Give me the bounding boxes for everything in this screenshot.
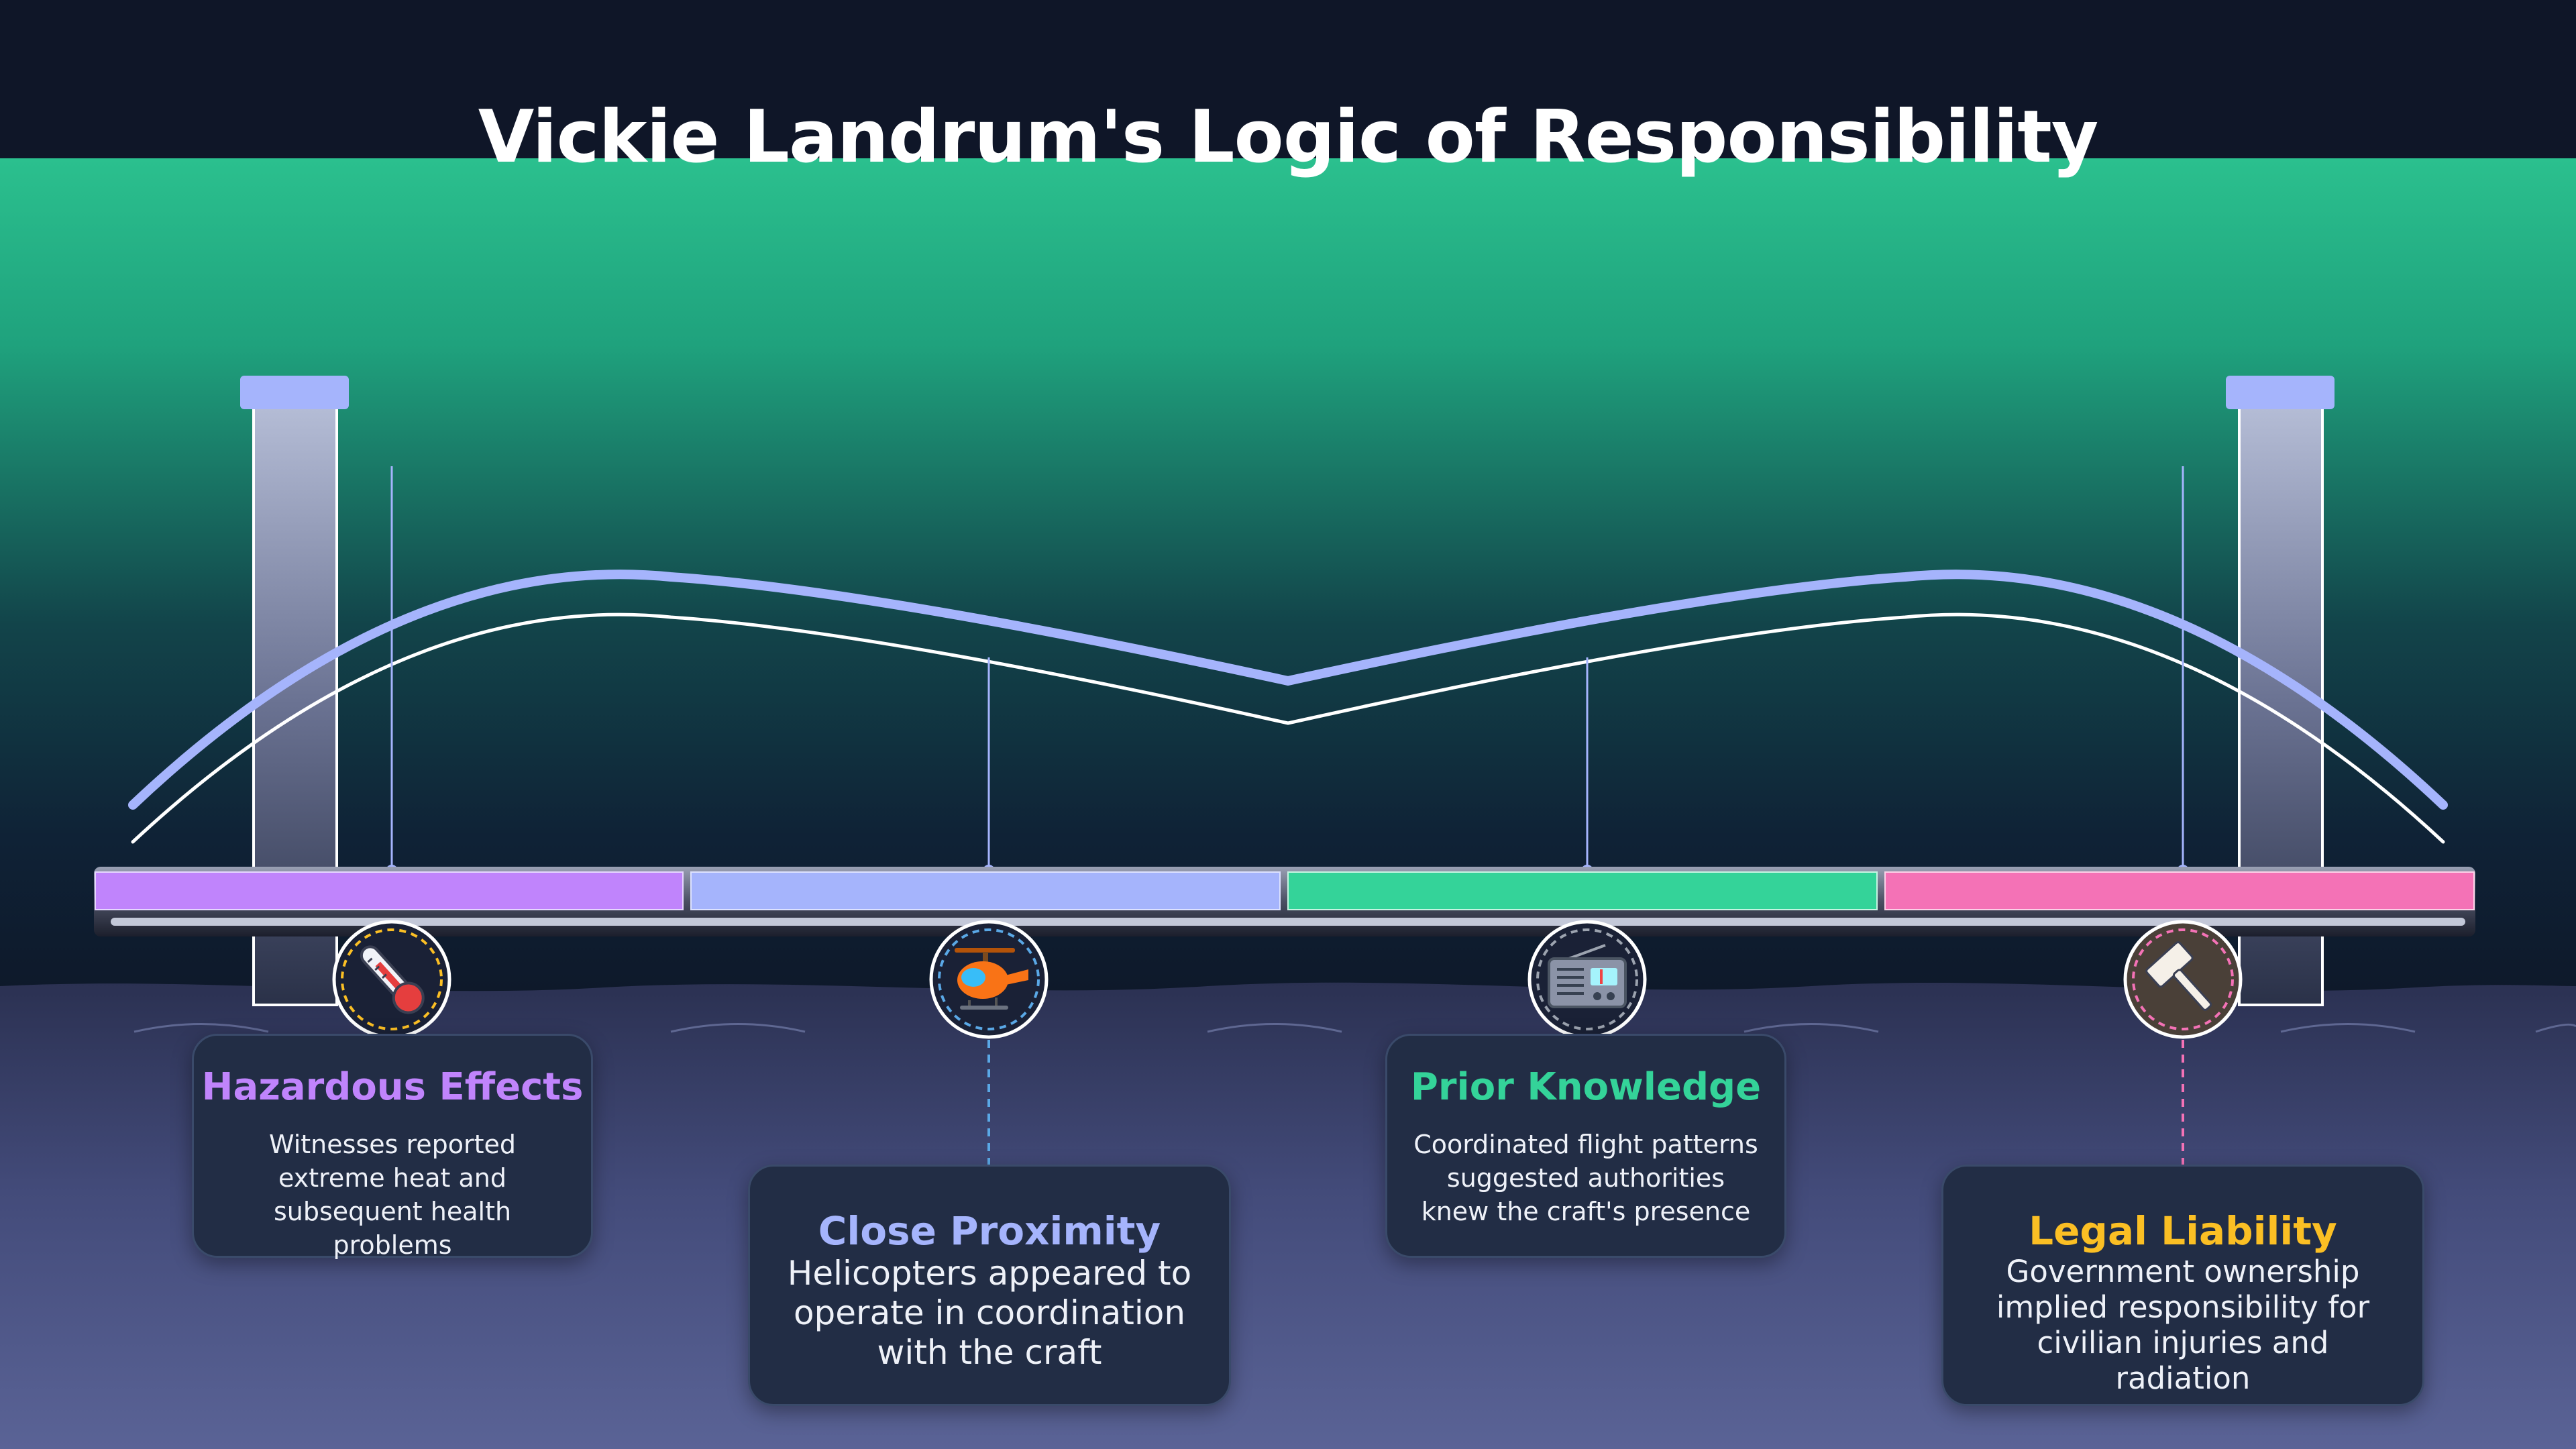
card-title-hazardous-effects: Hazardous Effects [201, 1065, 584, 1109]
card-text-close-proximity: Helicopters appeared to operate in coord… [787, 1254, 1192, 1372]
main-cable [128, 570, 2448, 810]
card-title-legal-liability: Legal Liability [2029, 1208, 2337, 1254]
water-ripples [133, 1023, 2576, 1033]
card-close-proximity: Close Proximity Helicopters appeared to … [748, 1165, 1231, 1406]
radio-icon [1526, 918, 1648, 1040]
card-title-prior-knowledge: Prior Knowledge [1410, 1065, 1762, 1109]
card-title-close-proximity: Close Proximity [818, 1208, 1161, 1254]
cable-hangers [390, 466, 2184, 871]
card-prior-knowledge: Prior Knowledge Coordinated flight patte… [1385, 1034, 1786, 1258]
sky-band [0, 158, 2576, 1006]
gavel-icon [2122, 918, 2244, 1040]
card-text-prior-knowledge: Coordinated flight patterns suggested au… [1413, 1130, 1758, 1226]
card-hazardous-effects: Hazardous Effects Witnesses reported ext… [192, 1034, 593, 1260]
deck-segment-hazard [95, 871, 684, 910]
card-text-legal-liability: Government ownership implied responsibil… [1996, 1254, 2370, 1396]
deck-segment-knowledge [1287, 871, 1878, 910]
card-legal-liability: Legal Liability Government ownership imp… [1941, 1165, 2424, 1406]
helicopter-icon [928, 918, 1050, 1040]
card-text-hazardous-effects: Witnesses reported extreme heat and subs… [268, 1130, 517, 1260]
deck-rail [111, 918, 2465, 926]
inner-cable [131, 612, 2445, 844]
thermometer-icon [331, 918, 453, 1040]
page-title: Vickie Landrum's Logic of Responsibility [478, 95, 2098, 179]
deck-segment-proximity [690, 871, 1281, 910]
deck-segment-liability [1884, 871, 2475, 910]
water-surface [0, 982, 2576, 1449]
